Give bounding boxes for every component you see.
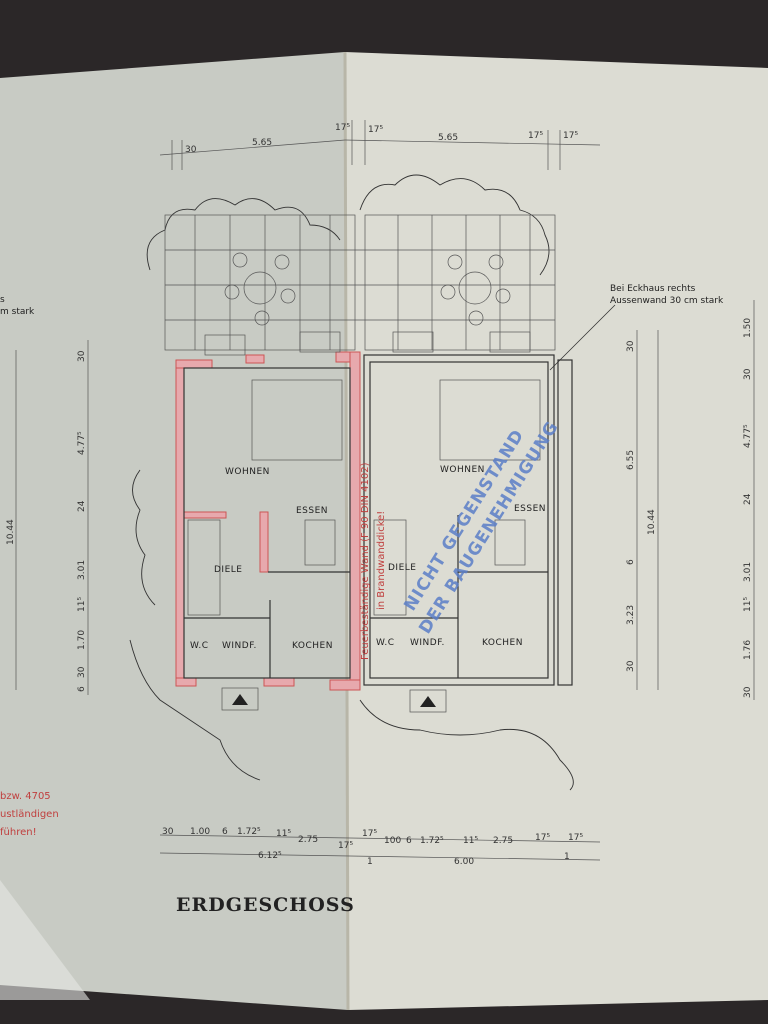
dimension-label: 17⁵ (362, 829, 377, 839)
terrace-paving (164, 214, 556, 351)
dimension-label: 1.76 (743, 640, 753, 660)
room-label-wohnen: WOHNEN (440, 465, 485, 475)
dimension-label: 1.00 (190, 827, 210, 837)
dimension-label: 3.01 (77, 560, 87, 580)
dimension-label: 6 (77, 686, 87, 692)
room-label-wohnen: WOHNEN (225, 467, 270, 477)
dimension-label: 11⁵ (276, 829, 291, 839)
room-label-diele: DIELE (214, 565, 242, 575)
room-label-windfang: WINDF. (222, 641, 257, 651)
cut-note-2: m stark (0, 307, 35, 317)
dimension-label: 6 (626, 559, 636, 565)
dimension-label: 1.50 (743, 318, 753, 338)
dim-top: 5.65 (438, 133, 458, 143)
dimension-label: 10.44 (647, 509, 657, 535)
dimension-label: 30 (626, 340, 636, 352)
dimension-label: 6 (406, 836, 412, 846)
dimension-label: 100 (384, 836, 401, 846)
dimension-label: 30 (162, 827, 174, 837)
red-cut-note-3: führen! (0, 827, 37, 838)
paper-left-half (0, 52, 348, 1010)
dimension-label: 1.70 (77, 630, 87, 650)
room-label-windfang: WINDF. (410, 638, 445, 648)
dimension-label: 24 (743, 493, 753, 505)
dimension-label: 24 (77, 500, 87, 512)
dim-top: 5.65 (252, 138, 272, 148)
paper-right-half (345, 52, 768, 1010)
dimension-label: 17⁵ (338, 841, 353, 851)
dimension-label: 6.55 (626, 450, 636, 470)
room-label-wc: W.C (190, 641, 209, 651)
dimension-label: 17⁵ (535, 833, 550, 843)
dimension-label: 1 (564, 852, 570, 862)
corner-house-note-2: Aussenwand 30 cm stark (610, 296, 724, 306)
dimension-label: 4.77⁵ (743, 424, 753, 448)
corner-house-note: Bei Eckhaus rechts (610, 284, 696, 294)
dimension-label: 30 (77, 350, 87, 362)
room-label-kochen: KOCHEN (482, 638, 523, 648)
leader-line (549, 304, 616, 371)
dimension-label: 6.00 (454, 857, 474, 867)
bottom-dimension-chain: 30 1.00 6 1.72⁵ 11⁵ 2.75 17⁵ 17⁵ 100 6 1… (159, 827, 601, 867)
dim-top: 17⁵ (528, 131, 543, 141)
dim-left-cut-total: 10.44 (6, 519, 16, 545)
red-cut-note: bzw. 4705 (0, 791, 51, 802)
dimension-label: 11⁵ (463, 836, 478, 846)
dim-top: 17⁵ (335, 123, 350, 133)
red-cut-note-2: ustländigen (0, 809, 59, 820)
dim-top: 17⁵ (368, 125, 383, 135)
dimension-label: 1.72⁵ (420, 836, 444, 846)
dimension-label: 4.77⁵ (77, 431, 87, 455)
dimension-label: 6 (222, 827, 228, 837)
dimension-label: 30 (626, 660, 636, 672)
dimension-label: 1 (367, 857, 373, 867)
fire-wall-note: Feuerbeständige Wand (F 90 DIN 4102) (360, 462, 371, 660)
cut-note: s (0, 295, 5, 305)
dimension-label: 3.01 (743, 562, 753, 582)
light-glare (0, 880, 90, 1000)
right-unit-walls (363, 304, 616, 713)
room-label-essen: ESSEN (296, 506, 328, 516)
dimension-label: 30 (743, 368, 753, 380)
right-vertical-dimensions: 30 6.55 6 3.23 30 10.44 1.50 30 4.77⁵ 24… (626, 300, 755, 700)
dimension-label: 3.23 (626, 605, 636, 625)
dimension-label: 11⁵ (743, 597, 753, 612)
dimension-label: 17⁵ (568, 833, 583, 843)
dimension-label: 2.75 (298, 835, 318, 845)
dimension-label: 11⁵ (77, 597, 87, 612)
left-unit-walls (175, 331, 361, 711)
dimension-label: 6.12⁵ (258, 851, 282, 861)
dimension-label: 2.75 (493, 836, 513, 846)
dimension-label: 30 (743, 686, 753, 698)
top-dimension-chain: 30 5.65 17⁵ 17⁵ 5.65 17⁵ 17⁵ (159, 120, 601, 170)
fire-wall-note-2: in Brandwanddicke! (376, 511, 387, 610)
drawing-title: ERDGESCHOSS (176, 894, 355, 916)
dim-top: 30 (185, 145, 197, 155)
dimension-label: 1.72⁵ (237, 827, 261, 837)
dimension-label: 30 (77, 666, 87, 678)
room-label-diele: DIELE (388, 563, 416, 573)
room-label-kochen: KOCHEN (292, 641, 333, 651)
room-label-essen: ESSEN (514, 504, 546, 514)
room-label-wc: W.C (376, 638, 395, 648)
left-vertical-dimensions: 30 4.77⁵ 24 3.01 11⁵ 1.70 30 6 10.44 (6, 340, 89, 695)
paper-fold (343, 51, 350, 1011)
dim-top: 17⁵ (563, 131, 578, 141)
